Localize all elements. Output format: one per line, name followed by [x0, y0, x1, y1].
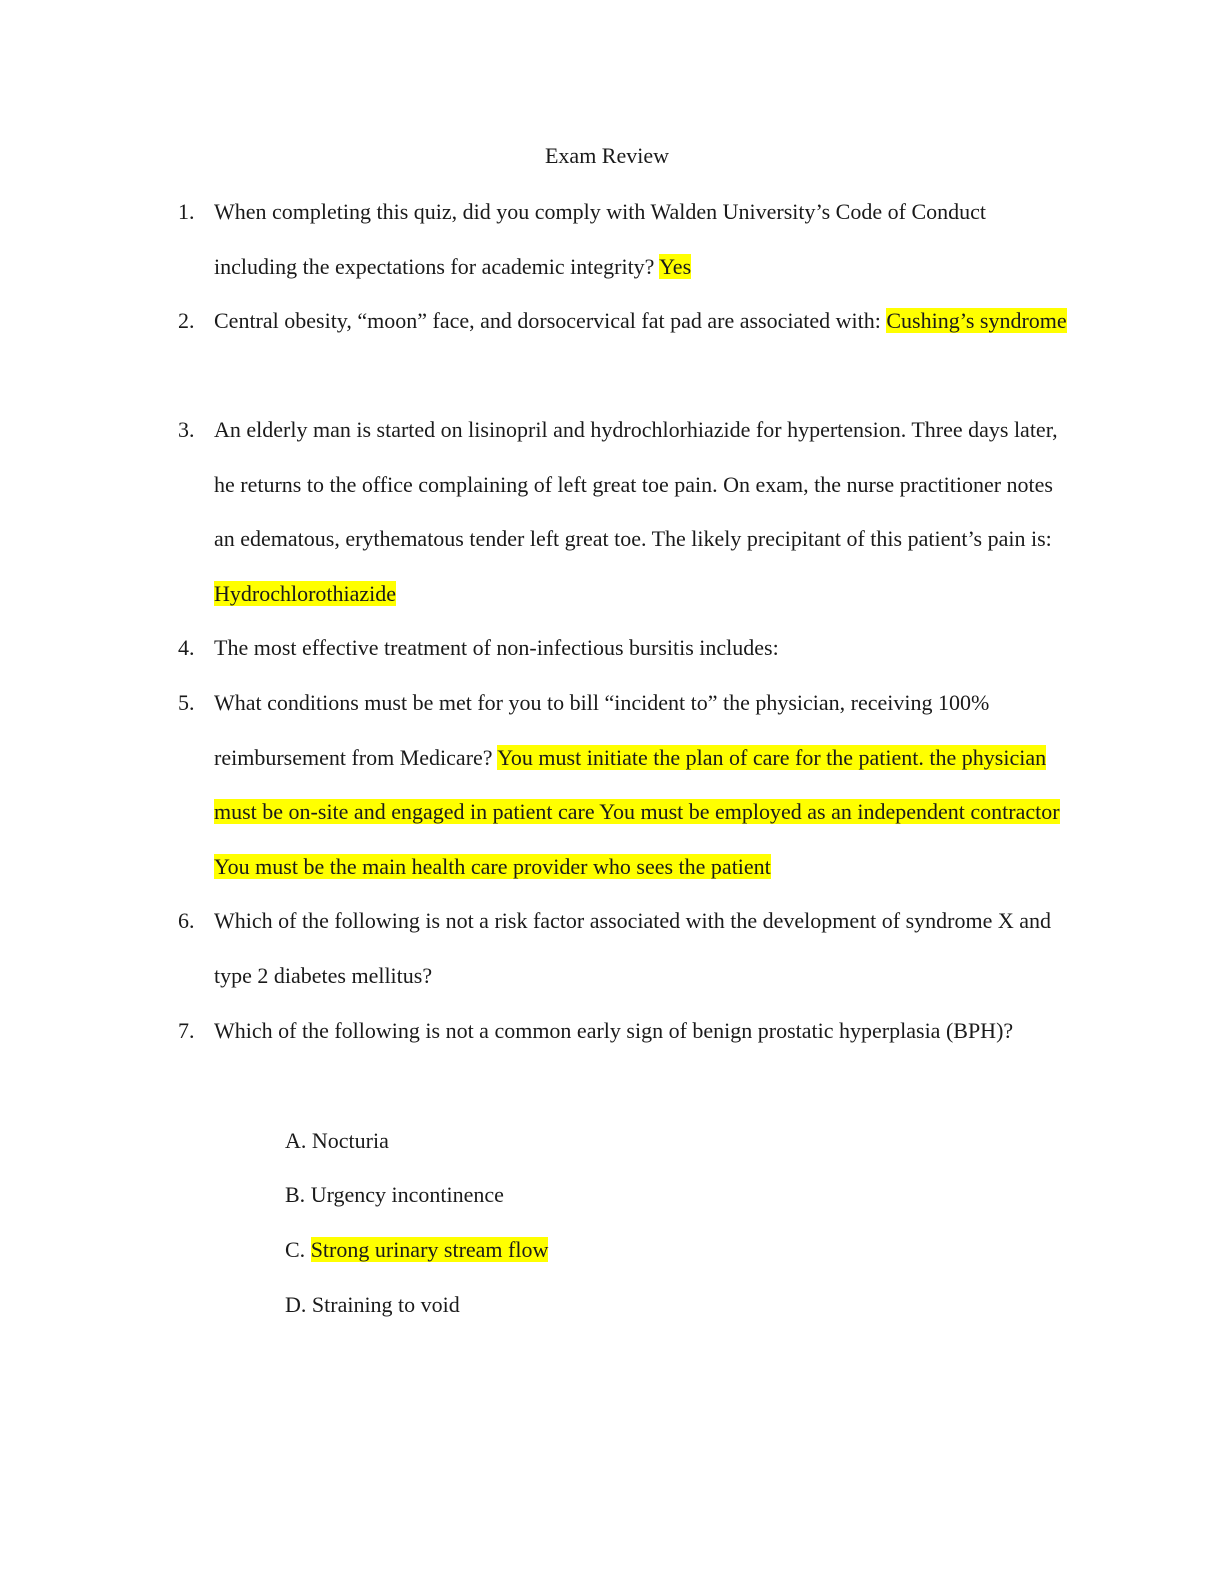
option-letter: D. [285, 1292, 307, 1317]
highlighted-answer: Cushing’s syndrome [886, 308, 1067, 333]
question-2: 2. Central obesity, “moon” face, and dor… [178, 294, 1068, 349]
question-number: 2. [178, 308, 195, 333]
question-3: 3. An elderly man is started on lisinopr… [178, 403, 1068, 621]
question-text: The most effective treatment of non-infe… [214, 635, 779, 660]
option-text: Nocturia [311, 1128, 389, 1153]
question-text: Central obesity, “moon” face, and dorsoc… [214, 308, 887, 333]
question-number: 6. [178, 908, 195, 933]
question-text: Which of the following is not a common e… [214, 1018, 1014, 1043]
question-number: 3. [178, 417, 195, 442]
option-a: A. Nocturia [285, 1125, 389, 1157]
option-b: B. Urgency incontinence [285, 1179, 504, 1211]
question-number: 1. [178, 199, 195, 224]
question-text: An elderly man is started on lisinopril … [214, 417, 1058, 552]
option-letter: A. [285, 1128, 307, 1153]
question-number: 5. [178, 690, 195, 715]
option-letter: B. [285, 1182, 306, 1207]
option-d: D. Straining to void [285, 1289, 460, 1321]
document-title: Exam Review [544, 143, 670, 168]
question-6: 6. Which of the following is not a risk … [178, 894, 1068, 1003]
question-7: 7. Which of the following is not a commo… [178, 1004, 1068, 1059]
question-1: 1. When completing this quiz, did you co… [178, 185, 1068, 294]
question-4: 4. The most effective treatment of non-i… [178, 621, 1068, 676]
highlighted-answer: Strong urinary stream flow [310, 1237, 549, 1262]
option-text: Straining to void [311, 1292, 460, 1317]
question-text: Which of the following is not a risk fac… [214, 908, 1052, 988]
question-5: 5. What conditions must be met for you t… [178, 676, 1068, 894]
question-text: When completing this quiz, did you compl… [214, 199, 986, 279]
question-number: 7. [178, 1018, 195, 1043]
question-number: 4. [178, 635, 195, 660]
option-c: C. Strong urinary stream flow [285, 1234, 549, 1266]
highlighted-answer: Hydrochlorothiazide [214, 580, 397, 606]
option-text: Urgency incontinence [310, 1182, 504, 1207]
question-text: What conditions must be met for you to b… [214, 690, 990, 770]
option-letter: C. [285, 1237, 306, 1262]
highlighted-answer: Yes [659, 253, 692, 279]
